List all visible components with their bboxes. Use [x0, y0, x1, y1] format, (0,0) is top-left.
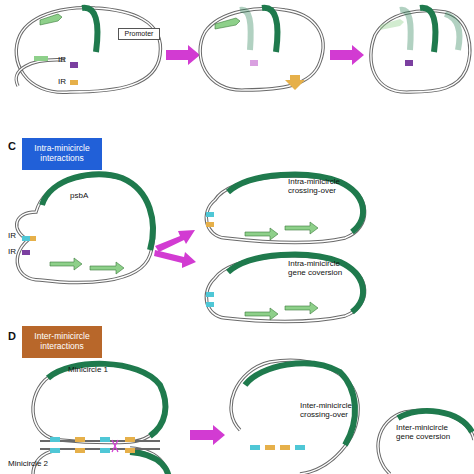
node-text: Promoter: [125, 30, 154, 38]
annotation-label: Minicircle 2: [8, 460, 48, 469]
node-text: Inter-minicircle interactions: [25, 332, 99, 352]
annotation-label: psbA: [70, 192, 88, 201]
annotation-label: IR: [58, 78, 66, 87]
annotation-label: Inter-minicircle gene coversion: [396, 424, 468, 442]
annotation-label: IR: [8, 248, 16, 257]
panel-header: Intra-minicircle interactions: [22, 138, 102, 170]
annotation-label: IR: [8, 232, 16, 241]
panel-header: Inter-minicircle interactions: [22, 326, 102, 358]
annotation-label: Intra-minicircle crossing-over: [288, 178, 360, 196]
panel-letter: D: [8, 330, 16, 342]
annotation-label: Intra-minicircle gene coversion: [288, 260, 360, 278]
panel-letter: C: [8, 140, 16, 152]
node-text: Intra-minicircle interactions: [25, 144, 99, 164]
promoter-box: Promoter: [118, 28, 160, 40]
annotation-label: Minicircle 1: [68, 366, 108, 375]
annotation-label: IR: [58, 56, 66, 65]
annotation-label: Inter-minicircle crossing-over: [300, 402, 372, 420]
